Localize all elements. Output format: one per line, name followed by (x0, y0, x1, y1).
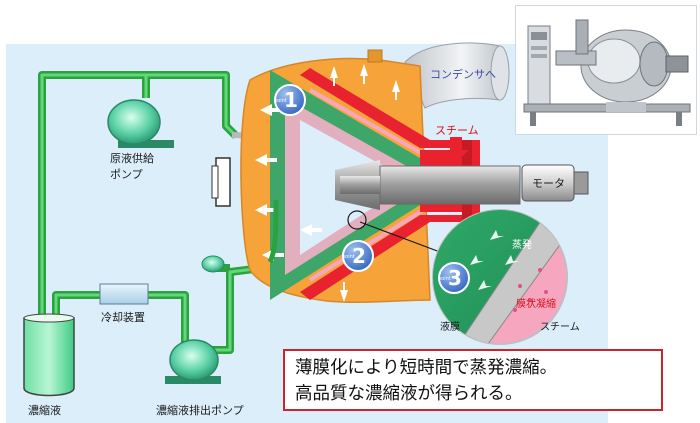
step-badge-3 (438, 262, 470, 294)
steam-inlet-arrow (443, 137, 469, 162)
caption-line-1: 薄膜化により短時間で蒸発濃縮。 (295, 358, 558, 378)
shaft (335, 160, 521, 210)
steam-inlet-label: スチーム (435, 124, 479, 137)
concentrate-tank (23, 313, 75, 397)
sight-bulb (201, 255, 225, 273)
condenser-label: コンデンサへ (430, 68, 496, 81)
equipment-photo (515, 5, 697, 135)
discharge-pump-label: 濃縮液排出ポンプ (156, 404, 244, 417)
step-3-number: 3 (448, 266, 462, 290)
motor (521, 164, 589, 202)
step-badge-1 (274, 84, 306, 116)
feed-pump (107, 99, 174, 148)
discharge-pump (165, 339, 221, 384)
motor-label: モータ (532, 177, 565, 190)
step-1-tag: point (274, 98, 287, 104)
step-2-tag: point (342, 254, 355, 260)
caption-box: 薄膜化により短時間で蒸発濃縮。 高品質な濃縮液が得られる。 (283, 349, 663, 411)
detail-steam-label: スチーム (540, 322, 580, 333)
feed-pump-label-line1: 原液供給 (110, 152, 154, 165)
feed-pump-label-line2: ポンプ (110, 168, 143, 181)
step-3-tag: point (438, 276, 451, 282)
detail-evaporation-label: 蒸発 (512, 240, 532, 251)
caption-line-2: 高品質な濃縮液が得られる。 (295, 384, 523, 404)
cooler-label: 冷却装置 (101, 311, 145, 324)
step-1-number: 1 (284, 88, 298, 112)
cooler (99, 283, 149, 305)
step-badge-2 (342, 240, 374, 272)
condenser-duct (404, 42, 510, 109)
step-2-number: 2 (352, 244, 366, 268)
detail-magnifier (432, 209, 568, 345)
detail-condensation-label: 膜状凝縮 (516, 299, 556, 310)
detail-liquid-film-label: 液膜 (440, 322, 460, 333)
equipment-photo-illustration (516, 6, 696, 134)
concentrate-label: 濃縮液 (28, 404, 61, 417)
